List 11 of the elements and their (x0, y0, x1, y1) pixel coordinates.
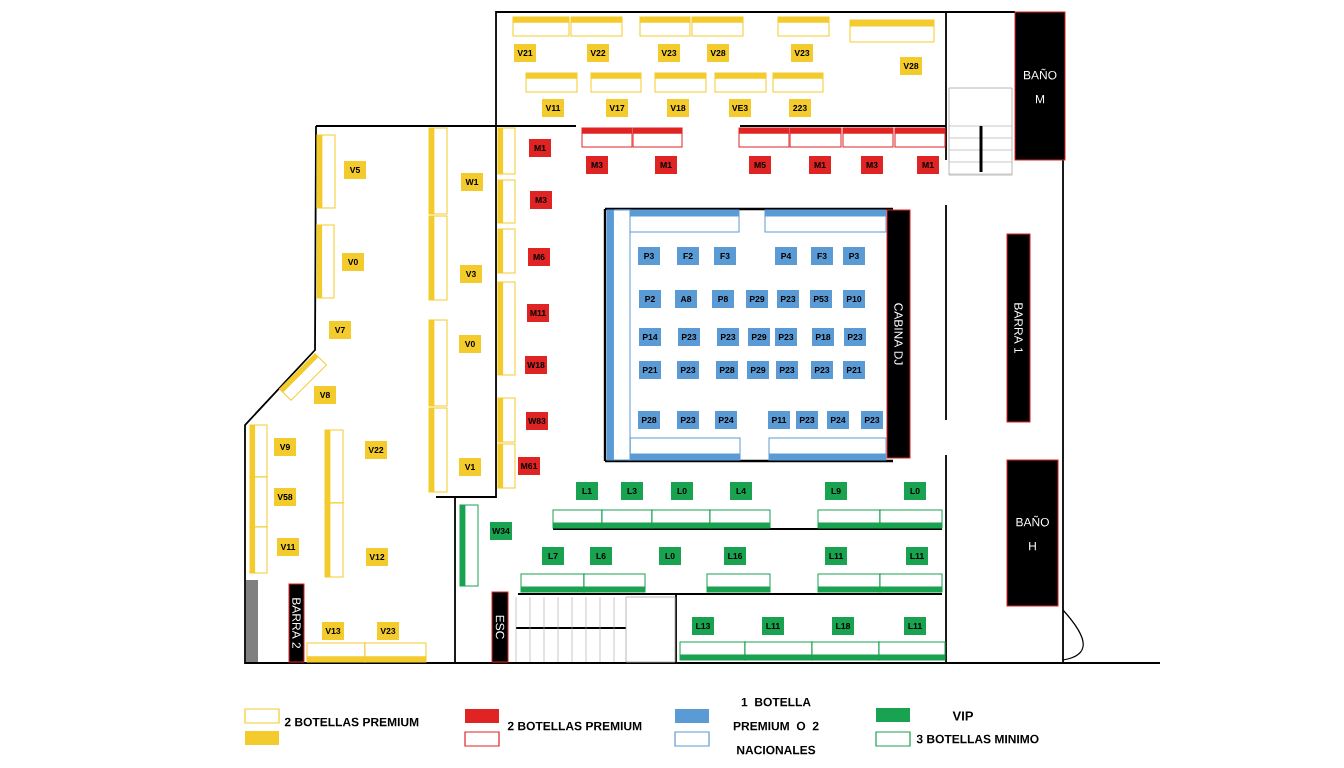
room-block: BARRA 1 (1006, 233, 1031, 423)
legend-label: VIP (952, 711, 974, 721)
room-block: BAÑO M (1014, 11, 1066, 161)
room-block: ESC (491, 591, 509, 663)
legend-label: 3 BOTELLAS MINIMO (916, 734, 1039, 744)
legend-label: 2 BOTELLAS PREMIUM (284, 717, 419, 727)
room-block: BARRA 2 (288, 583, 305, 663)
legend-label: 1 BOTELLA PREMIUM O 2 NACIONALES (733, 697, 819, 755)
room-block: BAÑO H (1006, 459, 1059, 607)
room-block: CABINA DJ (886, 209, 911, 459)
legend-label: 2 BOTELLAS PREMIUM (507, 721, 642, 731)
